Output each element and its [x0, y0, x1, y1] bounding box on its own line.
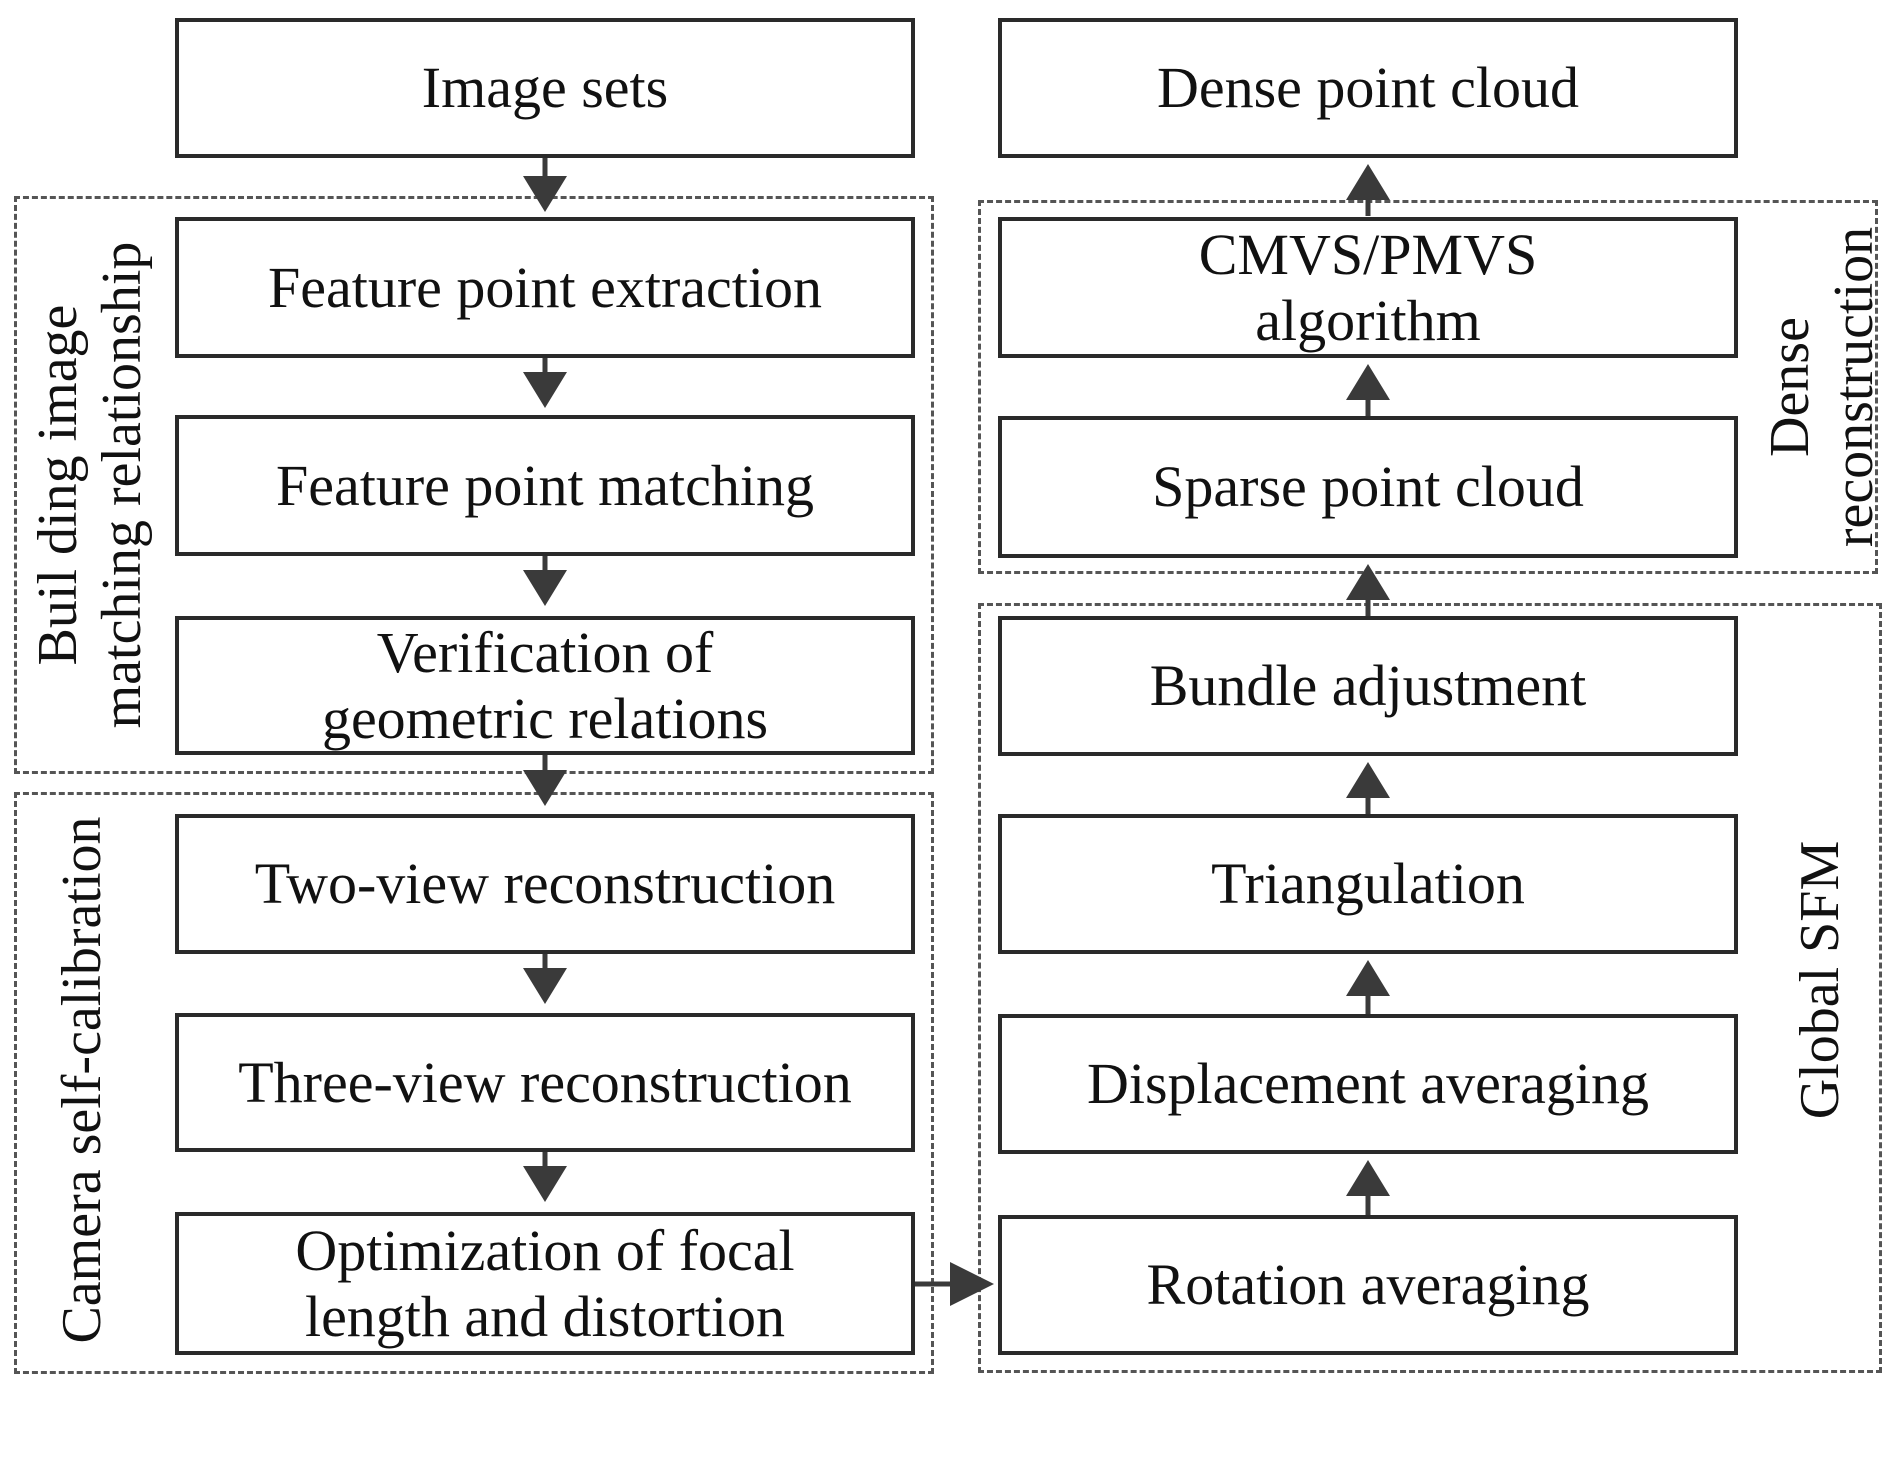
matching-group-frame [14, 196, 934, 774]
displacement-averaging-box: Displacement averaging [998, 1014, 1738, 1154]
arrow-up-5 [1346, 364, 1390, 416]
calibration-group-frame [14, 792, 934, 1374]
cmvs-pmvs-box: CMVS/PMVS algorithm [998, 217, 1738, 358]
two-view-reconstruction-box: Two-view reconstruction [175, 814, 915, 954]
arrow-up-1 [1346, 1160, 1390, 1216]
arrow-down-2 [523, 358, 567, 408]
arrow-up-4 [1346, 564, 1390, 618]
sfm-group-label: Global SFM [1789, 840, 1851, 1120]
verification-box: Verification of geometric relations [175, 616, 915, 755]
dense-point-cloud-box: Dense point cloud [998, 18, 1738, 158]
optimization-box: Optimization of focal length and distort… [175, 1212, 915, 1355]
bundle-adjustment-box: Bundle adjustment [998, 616, 1738, 756]
arrow-up-2 [1346, 960, 1390, 1016]
sfm-group-frame [978, 603, 1882, 1373]
arrows-layer [523, 158, 1390, 1306]
three-view-reconstruction-box: Three-view reconstruction [175, 1013, 915, 1152]
calibration-group-label: Camera self-calibration [51, 816, 113, 1344]
dense-group-frame [978, 200, 1878, 574]
rotation-averaging-box: Rotation averaging [998, 1215, 1738, 1355]
arrow-down-3 [523, 556, 567, 606]
feature-matching-box: Feature point matching [175, 415, 915, 556]
image-sets-box: Image sets [175, 18, 915, 158]
arrow-down-4 [523, 755, 567, 806]
sparse-point-cloud-box: Sparse point cloud [998, 416, 1738, 558]
dense-group-label: Dense reconstruction [1759, 226, 1885, 548]
arrow-up-6 [1346, 164, 1390, 216]
arrow-down-1 [523, 158, 567, 212]
arrow-right-connector [912, 1262, 994, 1306]
arrow-up-3 [1346, 762, 1390, 816]
feature-extraction-box: Feature point extraction [175, 217, 915, 358]
arrow-down-5 [523, 954, 567, 1004]
triangulation-box: Triangulation [998, 814, 1738, 954]
arrow-down-6 [523, 1152, 567, 1202]
flowchart: Image sets Feature point extraction Feat… [14, 18, 1885, 1374]
